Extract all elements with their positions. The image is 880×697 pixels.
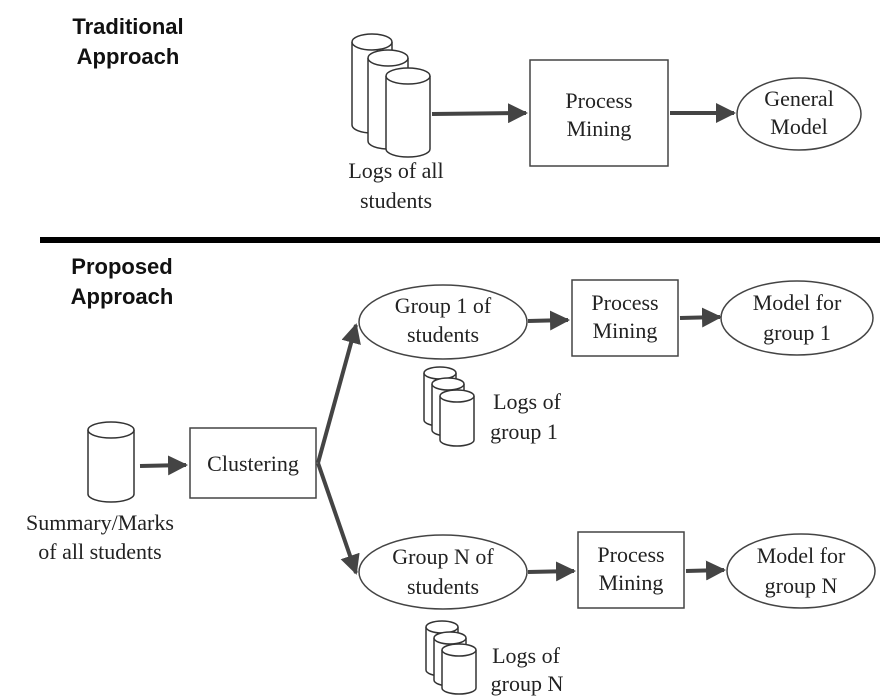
logs-all-students-label-line2: students	[360, 188, 432, 213]
group1-model-ellipse: Model for group 1	[720, 280, 874, 356]
group1-process-label-line2: Mining	[593, 318, 658, 343]
groupN-label-line2: students	[407, 574, 479, 599]
traditional-section: Traditional Approach Logs of all student…	[72, 14, 862, 213]
clustering-box: Clustering	[189, 427, 317, 499]
proposed-heading-line2: Approach	[71, 284, 174, 309]
summary-marks-database-icon	[87, 421, 135, 503]
groupN-label-line1: Group N of	[392, 544, 494, 569]
general-model-label-line2: Model	[770, 114, 827, 139]
arrow-summary-to-clustering	[139, 455, 188, 476]
logs-groupN-label-line1: Logs of	[492, 643, 561, 668]
traditional-heading-line2: Approach	[77, 44, 180, 69]
logs-group1-database-icon	[423, 366, 475, 447]
modelN-label-line1: Model for	[757, 543, 846, 568]
logs-all-students-label-line1: Logs of all	[348, 158, 443, 183]
arrow-process-to-modelN	[685, 560, 726, 581]
arrow-process-to-model1	[679, 307, 722, 328]
arrow-groupN-to-process	[527, 561, 576, 582]
group1-label-line2: students	[407, 322, 479, 347]
logs-all-students-database-icon	[351, 33, 431, 158]
group1-process-label-line1: Process	[591, 290, 658, 315]
logs-group1-label-line2: group 1	[490, 419, 558, 444]
summary-label-line2: of all students	[38, 539, 161, 564]
groupN-process-mining-box: Process Mining	[577, 531, 685, 609]
general-model-ellipse: General Model	[736, 77, 862, 151]
group1-label-line1: Group 1 of	[395, 293, 492, 318]
groupN-process-label-line1: Process	[597, 542, 664, 567]
group1-process-mining-box: Process Mining	[571, 279, 679, 357]
model1-label-line1: Model for	[753, 290, 842, 315]
summary-label-line1: Summary/Marks	[26, 510, 174, 535]
arrow-logs-to-process-mining	[431, 103, 528, 124]
process-label-line2: Mining	[567, 116, 632, 141]
proposed-section: Proposed Approach Summary/Marks of all s…	[26, 254, 876, 696]
arrow-clustering-to-groupN	[316, 462, 360, 575]
logs-groupN-database-icon	[425, 620, 477, 695]
groupN-process-label-line2: Mining	[599, 570, 664, 595]
modelN-label-line2: group N	[765, 573, 838, 598]
traditional-heading-line1: Traditional	[72, 14, 183, 39]
model1-label-line2: group 1	[763, 320, 831, 345]
proposed-heading-line1: Proposed	[71, 254, 172, 279]
traditional-process-mining-box: Process Mining	[529, 59, 669, 167]
arrow-clustering-to-group1	[316, 323, 361, 464]
general-model-label-line1: General	[764, 86, 834, 111]
arrow-group1-to-process	[527, 310, 570, 331]
groupN-model-ellipse: Model for group N	[726, 533, 876, 609]
process-label-line1: Process	[565, 88, 632, 113]
clustering-label: Clustering	[207, 451, 299, 476]
logs-groupN-label-line2: group N	[491, 671, 564, 696]
group1-ellipse: Group 1 of students	[358, 284, 528, 360]
groupN-ellipse: Group N of students	[358, 534, 528, 610]
logs-group1-label-line1: Logs of	[493, 389, 562, 414]
